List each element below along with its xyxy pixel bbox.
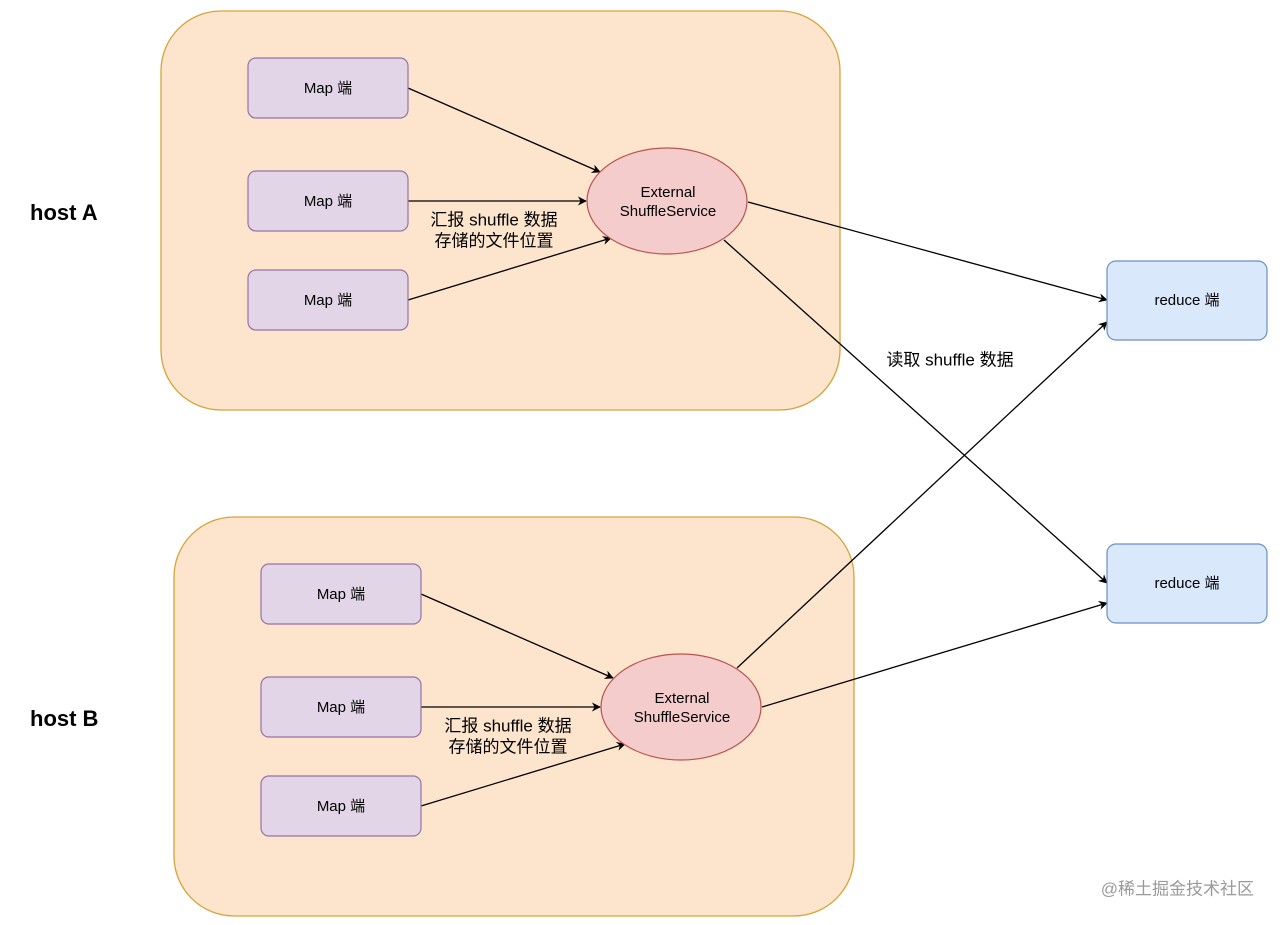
map-node-label: Map 端 (317, 586, 365, 603)
map-node-a3: Map 端 (247, 269, 409, 331)
host-a-label: host A (30, 200, 98, 225)
report-label-a-line-1: 汇报 shuffle 数据 (430, 210, 557, 229)
service-label-line-1: External (640, 184, 695, 201)
map-node-label: Map 端 (317, 699, 365, 716)
reduce-node-label: reduce 端 (1154, 292, 1219, 309)
map-node-label: Map 端 (304, 292, 352, 309)
edge-map-a3-to-service-a (407, 236, 612, 301)
host-b-label: host B (30, 706, 98, 731)
map-node-b1: Map 端 (260, 563, 422, 625)
map-node-a1: Map 端 (247, 57, 409, 119)
service-label-line-2: ShuffleService (620, 203, 716, 220)
map-node-label: Map 端 (304, 193, 352, 210)
edge-map-b1-to-service-b (420, 593, 614, 679)
external-shuffle-service-b: External ShuffleService (600, 653, 762, 761)
report-label-a-line-2: 存储的文件位置 (435, 231, 554, 250)
read-shuffle-data-label: 读取 shuffle 数据 (886, 350, 1013, 369)
reduce-node-label: reduce 端 (1154, 575, 1219, 592)
edge-service-a-to-reduce-2 (723, 239, 1108, 584)
external-shuffle-service-a: External ShuffleService (586, 147, 748, 255)
map-node-b3: Map 端 (260, 775, 422, 837)
map-node-label: Map 端 (317, 798, 365, 815)
report-label-b-line-2: 存储的文件位置 (449, 737, 568, 756)
map-node-b2: Map 端 (260, 676, 422, 738)
edge-service-a-to-reduce-1 (747, 201, 1108, 303)
map-node-a2: Map 端 (247, 170, 409, 232)
map-node-label: Map 端 (304, 80, 352, 97)
report-label-b-line-1: 汇报 shuffle 数据 (444, 716, 571, 735)
edge-service-b-to-reduce-1 (736, 321, 1108, 669)
reduce-node-1: reduce 端 (1106, 260, 1268, 341)
edge-service-b-to-reduce-2 (761, 601, 1108, 708)
edge-map-a1-to-service-a (407, 87, 601, 173)
watermark: @稀土掘金技术社区 (1101, 879, 1254, 898)
service-label-line-2: ShuffleService (634, 709, 730, 726)
edge-map-b3-to-service-b (420, 742, 626, 807)
reduce-node-2: reduce 端 (1106, 543, 1268, 624)
service-label-line-1: External (654, 690, 709, 707)
